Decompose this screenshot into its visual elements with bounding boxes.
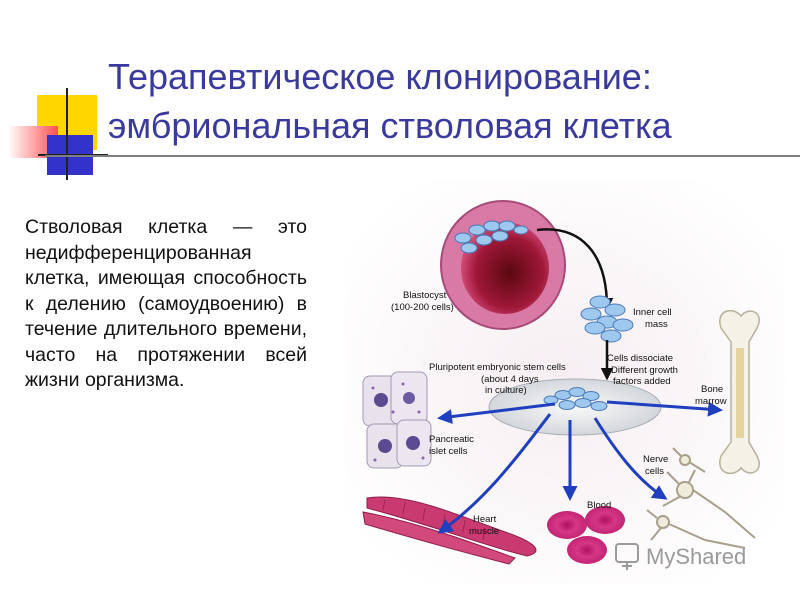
label-nerve: Nerve: [643, 454, 668, 465]
watermark-logo-icon: [615, 543, 639, 570]
label-cells-dissociate: Cells dissociate: [607, 353, 673, 364]
label-blood: Blood: [587, 500, 611, 511]
label-pluripotent-days: (about 4 days: [481, 374, 539, 385]
label-inner-cell-mass: Inner cell: [633, 307, 672, 318]
label-muscle: muscle: [469, 526, 499, 537]
differentiation-arrows: [437, 400, 723, 534]
page-title-line1: Терапевтическое клонирование:: [108, 56, 652, 97]
stem-cell-definition: Стволовая клетка — это недифференцирован…: [25, 216, 307, 391]
culture-dish: [488, 378, 662, 436]
deco-vertical-line: [66, 88, 68, 180]
label-growth-factors: Different growth: [611, 365, 678, 376]
bone-illustration: [719, 309, 760, 475]
watermark: MyShared: [612, 538, 787, 578]
blastocyst-illustration: [440, 200, 566, 330]
label-marrow: marrow: [695, 396, 727, 407]
label-pancreatic: Pancreatic: [429, 434, 474, 445]
label-inner-cell-mass-2: mass: [645, 319, 668, 330]
stem-cell-diagram: Blastocyst (100-200 cells) Inner cell ma…: [345, 180, 785, 585]
page-title-line2: эмбриональная стволовая клетка: [108, 105, 672, 146]
label-blastocyst-count: (100-200 cells): [391, 302, 454, 313]
label-bone: Bone: [701, 384, 723, 395]
label-heart: Heart: [473, 514, 497, 525]
label-islet-cells: islet cells: [429, 446, 468, 457]
nerve-cells-illustration: [646, 447, 756, 549]
label-blastocyst: Blastocyst: [403, 290, 447, 301]
label-nerve-cells: cells: [645, 466, 664, 477]
label-pluripotent-culture: in culture): [485, 385, 527, 396]
label-factors-added: factors added: [613, 376, 671, 387]
inner-cell-mass-cluster: [580, 295, 634, 343]
blood-cells-illustration: [547, 506, 625, 564]
watermark-text: MyShared: [646, 544, 746, 569]
pancreatic-cells-illustration: [362, 371, 432, 469]
label-pluripotent: Pluripotent embryonic stem cells: [429, 362, 566, 373]
title-divider: [45, 155, 800, 157]
